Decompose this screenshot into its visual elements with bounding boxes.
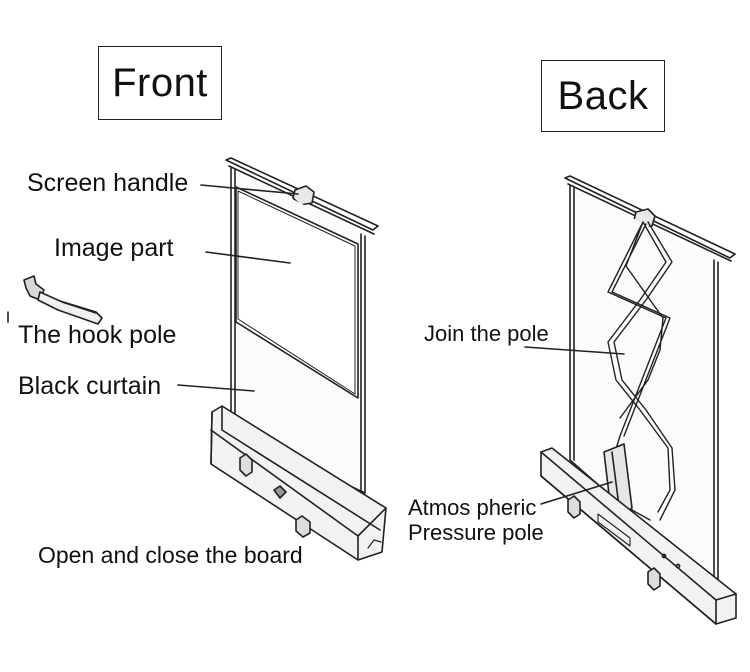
label-hook-pole: The hook pole [18,321,177,349]
hook-pole-shaft [37,291,103,325]
front-foot-2 [295,515,311,538]
leader-join-pole [524,346,625,355]
front-title: Front [98,46,222,120]
back-foot-2 [647,567,661,591]
label-join-pole: Join the pole [424,321,549,346]
leader-image-part [205,251,291,264]
front-screen-illustration [210,157,387,561]
back-scissor-pole [607,221,676,521]
label-screen-handle: Screen handle [27,169,189,197]
front-image-part [235,186,359,399]
label-atmos-line2: Pressure pole [408,520,544,546]
hook-pole-illustration [7,275,103,325]
label-open-close-board: Open and close the board [38,542,303,568]
label-black-curtain: Black curtain [18,372,162,400]
front-screen-handle [292,185,315,206]
back-screen-illustration [540,175,737,625]
front-foot-1 [239,453,253,477]
back-title: Back [541,60,665,132]
leader-atmos-pole [540,481,613,505]
label-atmos-line1: Atmos pheric [408,495,537,520]
back-foot-1 [567,495,581,519]
label-image-part: Image part [54,234,174,262]
leader-black-curtain [177,384,255,392]
leader-screen-handle [200,184,299,195]
label-atmospheric-pressure-pole: Atmos pheric Pressure pole [408,495,544,546]
